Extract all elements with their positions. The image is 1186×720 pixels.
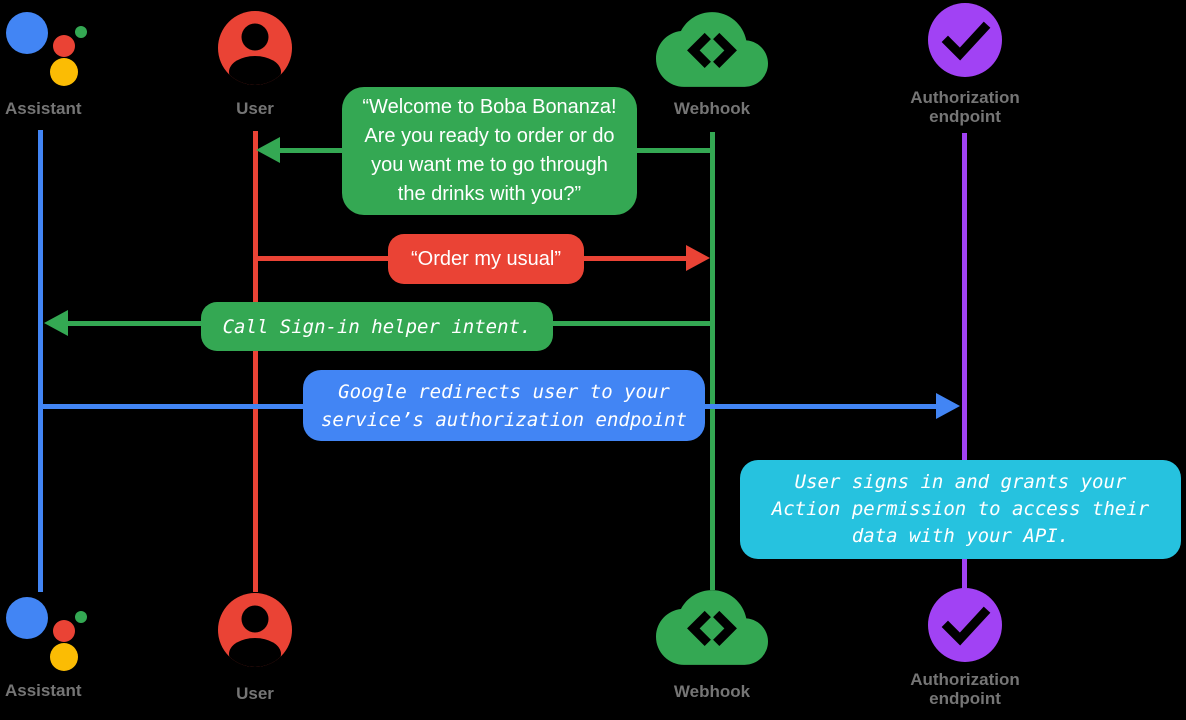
signin-arrowhead-icon bbox=[44, 310, 68, 336]
welcome-arrowhead-icon bbox=[256, 137, 280, 163]
user-grants-note: User signs in and grants your Action per… bbox=[740, 460, 1181, 559]
auth-endpoint-lifeline bbox=[962, 133, 967, 590]
assistant-label-top: Assistant bbox=[5, 99, 82, 118]
assistant-yellow-circle bbox=[50, 58, 78, 86]
user-lifeline bbox=[253, 131, 258, 592]
check-circle-icon-top bbox=[928, 3, 1002, 77]
assistant-yellow-circle bbox=[50, 643, 78, 671]
assistant-label-bottom: Assistant bbox=[5, 681, 82, 700]
welcome-message-bubble: “Welcome to Boba Bonanza! Are you ready … bbox=[342, 87, 637, 215]
assistant-red-circle bbox=[53, 35, 75, 57]
order-message-bubble: “Order my usual” bbox=[388, 234, 584, 284]
order-arrowhead-icon bbox=[686, 245, 710, 271]
google-assistant-logo-top bbox=[0, 10, 90, 90]
auth-endpoint-label-bottom: Authorization endpoint bbox=[910, 670, 1020, 708]
user-label-top: User bbox=[236, 99, 274, 118]
auth-endpoint-label-top: Authorization endpoint bbox=[910, 88, 1020, 126]
assistant-lifeline bbox=[38, 130, 43, 592]
google-assistant-logo-bottom bbox=[0, 595, 90, 675]
code-cloud-icon-bottom bbox=[656, 590, 768, 665]
assistant-green-dot bbox=[75, 611, 87, 623]
user-avatar-icon-top bbox=[218, 11, 292, 85]
code-cloud-icon-top bbox=[656, 12, 768, 87]
assistant-blue-circle bbox=[6, 12, 48, 54]
check-circle-icon-bottom bbox=[928, 588, 1002, 662]
webhook-label-top: Webhook bbox=[673, 99, 751, 118]
user-avatar-icon-bottom bbox=[218, 593, 292, 667]
assistant-red-circle bbox=[53, 620, 75, 642]
assistant-green-dot bbox=[75, 26, 87, 38]
redirect-message: Google redirects user to your service’s … bbox=[303, 370, 705, 441]
webhook-lifeline bbox=[710, 132, 715, 590]
user-label-bottom: User bbox=[236, 684, 274, 703]
redirect-arrowhead-icon bbox=[936, 393, 960, 419]
signin-helper-message: Call Sign-in helper intent. bbox=[201, 302, 553, 351]
webhook-label-bottom: Webhook bbox=[673, 682, 751, 701]
assistant-blue-circle bbox=[6, 597, 48, 639]
